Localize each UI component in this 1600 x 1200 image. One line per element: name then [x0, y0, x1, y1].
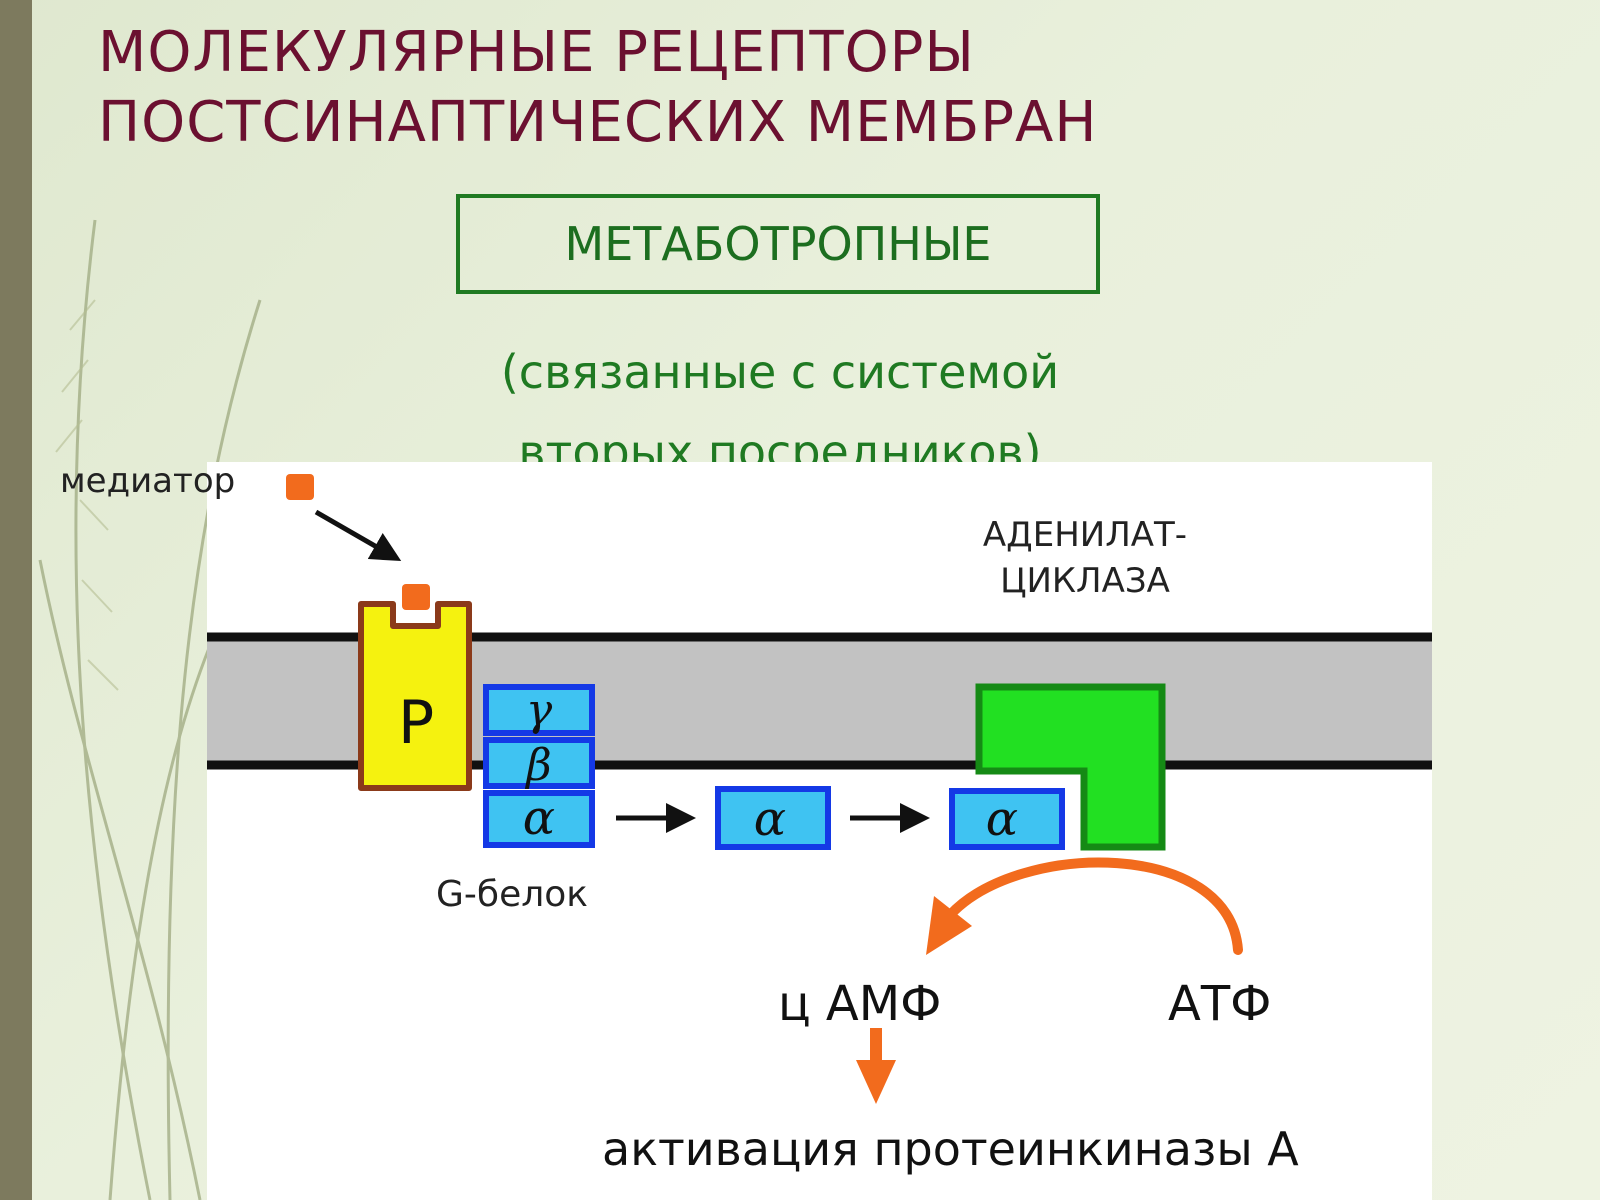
alpha-symbol-2: α [754, 791, 786, 847]
subtitle-line-1: (связанные с системой [500, 345, 1060, 399]
g-protein-beta [483, 737, 595, 789]
mediator-arrow [314, 509, 402, 561]
bound-mediator [402, 584, 430, 610]
alpha-symbol-3: α [986, 791, 1018, 847]
receptor [358, 601, 472, 791]
receptor-type-label: МЕТАБОТРОПНЫЕ [564, 217, 992, 271]
title-line-1: МОЛЕКУЛЯРНЫЕ РЕЦЕПТОРЫ [98, 20, 975, 85]
camp-to-activation-arrowhead [856, 1060, 896, 1104]
g-protein-gamma [483, 684, 595, 736]
alpha-subunit-bound [949, 788, 1065, 850]
alpha-symbol-1: α [523, 790, 555, 846]
alpha-subunit-free [715, 786, 831, 850]
g-protein-alpha [483, 790, 595, 848]
atp-to-camp-arrow [945, 857, 1243, 955]
beta-symbol: β [524, 740, 551, 791]
activation-label: активация протеинкиназы А [602, 1122, 1299, 1176]
atp-to-camp-arrowhead [926, 896, 972, 955]
slide-title: МОЛЕКУЛЯРНЫЕ РЕЦЕПТОРЫ ПОСТСИНАПТИЧЕСКИХ… [98, 18, 1097, 158]
camp-label: ц АМФ [778, 976, 942, 1032]
subtitle: (связанные с системой вторых посредников… [440, 332, 1120, 462]
left-decor-band [0, 0, 32, 1200]
adenylate-cyclase-label: АДЕНИЛАТ- ЦИКЛАЗА [960, 512, 1210, 604]
g-protein: γ β α [483, 684, 595, 848]
g-protein-label: G-белок [436, 874, 589, 915]
receptor-type-box: МЕТАБОТРОПНЫЕ [456, 194, 1100, 294]
mediator-label: медиатор [60, 461, 236, 501]
mediator-molecule [286, 474, 314, 500]
title-line-2: ПОСТСИНАПТИЧЕСКИХ МЕМБРАН [98, 90, 1098, 155]
adenylate-line-2: ЦИКЛАЗА [1000, 561, 1170, 601]
adenylate-cyclase [975, 683, 1166, 851]
receptor-label: P [398, 688, 435, 758]
gamma-symbol: γ [526, 685, 553, 736]
subtitle-line-2: вторых посредников) [518, 425, 1042, 462]
camp-to-activation-shaft [870, 1028, 882, 1068]
adenylate-line-1: АДЕНИЛАТ- [982, 515, 1188, 555]
atp-label: АТФ [1168, 976, 1272, 1032]
